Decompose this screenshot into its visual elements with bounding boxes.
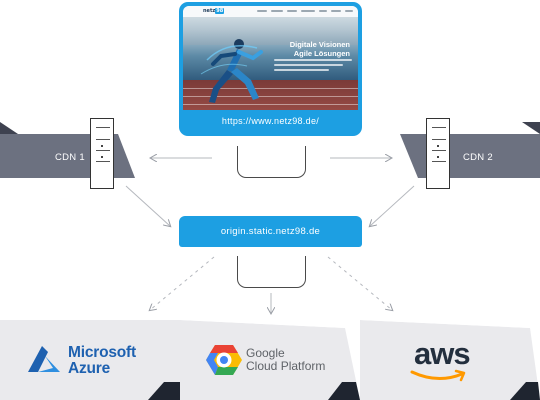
nav-item xyxy=(271,10,283,12)
website-screenshot: netz98 Digitale Visionen Agile Lösungen xyxy=(183,6,358,110)
sprinter-illustration xyxy=(200,39,263,103)
nav-item xyxy=(287,10,297,12)
arrow-cdn1-to-origin xyxy=(125,185,170,226)
website-monitor: netz98 Digitale Visionen Agile Lösungen … xyxy=(179,2,362,136)
nav-item xyxy=(331,10,341,12)
gcp-card xyxy=(180,320,360,400)
arrow-origin-to-aws xyxy=(327,256,392,310)
website-navbar: netz98 xyxy=(183,6,358,17)
hero-subtext xyxy=(274,59,352,74)
cdn-right-server-icon xyxy=(426,118,450,189)
cdn-left-banner xyxy=(0,122,135,178)
gcp-wordmark: Google Cloud Platform xyxy=(246,346,326,373)
cdn-right-banner xyxy=(400,122,540,178)
origin-label: origin.static.netz98.de xyxy=(220,226,321,237)
azure-wordmark: Microsoft Azure xyxy=(68,344,136,377)
azure-card xyxy=(0,320,180,400)
nav-item xyxy=(319,10,327,12)
cdn-left-server-icon xyxy=(90,118,114,189)
cdn-left-label: CDN 1 xyxy=(54,152,85,163)
stadium-background xyxy=(183,17,358,45)
azure-logo-icon xyxy=(28,346,60,372)
arrow-origin-to-azure xyxy=(150,256,215,310)
aws-wordmark: aws xyxy=(414,336,471,371)
website-url: https://www.netz98.de/ xyxy=(221,116,320,126)
monitor-stand xyxy=(237,146,306,178)
nav-item xyxy=(345,10,353,12)
aws-card xyxy=(360,320,540,400)
nav-item xyxy=(301,10,315,12)
cdn-right-label: CDN 2 xyxy=(462,152,493,163)
google-cloud-logo-icon xyxy=(206,345,242,375)
amazon-smile-icon xyxy=(410,369,466,382)
nav-item xyxy=(257,10,267,12)
origin-server-bar: origin.static.netz98.de xyxy=(179,216,362,247)
origin-stand xyxy=(237,256,306,288)
arrow-cdn2-to-origin xyxy=(370,185,415,226)
website-logo: netz98 xyxy=(203,8,225,14)
hero-title: Digitale Visionen Agile Lösungen xyxy=(289,40,350,58)
